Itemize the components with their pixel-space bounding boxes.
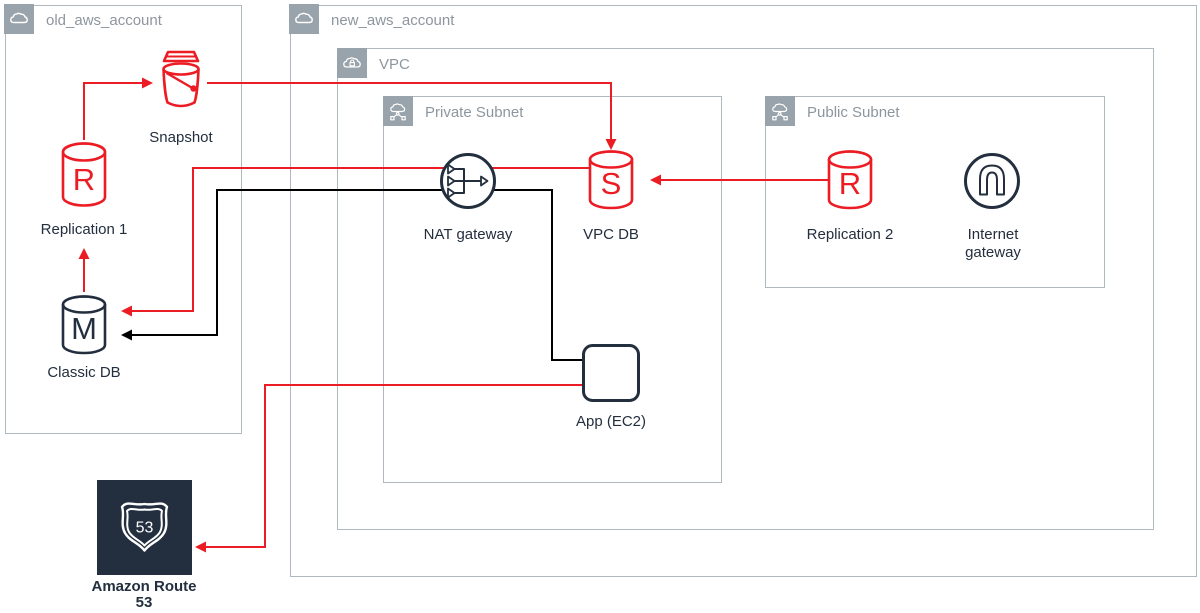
group-vpc [337,48,1154,530]
snapshot-bucket-icon [162,50,200,108]
label-internet-gateway-line2: gateway [965,244,1021,261]
vpc-cloud-lock-icon [337,48,367,78]
arrow-snapshot-to-vpc-db [207,82,617,150]
aws-cloud-icon [4,4,34,34]
group-private-subnet [383,96,722,483]
vpc-db-letter: S [601,166,622,201]
label-route53: Amazon Route 53 [92,579,197,611]
label-classic-db: Classic DB [47,364,121,381]
replication1-db-icon: R [61,142,107,207]
replication1-letter: R [73,162,95,197]
group-public-subnet [765,96,1105,288]
route53-icon: 53 [97,480,192,575]
label-nat-gateway: NAT gateway [423,226,513,243]
group-title-private-subnet: Private Subnet [425,104,524,121]
group-title-vpc: VPC [379,56,410,73]
internet-gateway-icon [964,153,1020,209]
subnet-icon [383,96,413,126]
label-replication2: Replication 2 [806,226,894,243]
aws-cloud-icon [289,4,319,34]
group-old-aws-account [5,5,242,434]
group-title-new-aws-account: new_aws_account [331,12,455,29]
arrow-app-to-route53 [195,384,583,553]
replication2-letter: R [839,166,861,201]
app-ec2-icon [582,344,640,402]
label-internet-gateway: Internet gateway [965,226,1021,262]
vpc-db-icon: S [588,150,634,210]
subnet-icon [765,96,795,126]
arrow-replication1-to-snapshot [83,77,153,140]
label-route53-line1: Amazon Route [91,578,197,595]
arrow-app-to-classic-db [121,189,583,361]
label-replication1: Replication 1 [40,221,128,238]
group-title-public-subnet: Public Subnet [807,104,900,121]
label-snapshot: Snapshot [149,129,213,146]
label-app-ec2: App (EC2) [575,413,647,430]
classic-db-letter: M [71,311,97,346]
group-title-old-aws-account: old_aws_account [46,12,162,29]
label-route53-line2: 53 [135,594,153,611]
classic-db-icon: M [61,295,107,355]
route53-badge: 53 [136,520,154,537]
replication2-db-icon: R [827,150,873,210]
group-new-aws-account [290,5,1197,577]
arrow-vpc-db-to-classic-db [121,167,589,317]
label-vpc-db: VPC DB [583,226,639,243]
nat-gateway-icon [440,153,496,209]
label-internet-gateway-line1: Internet [967,226,1019,243]
